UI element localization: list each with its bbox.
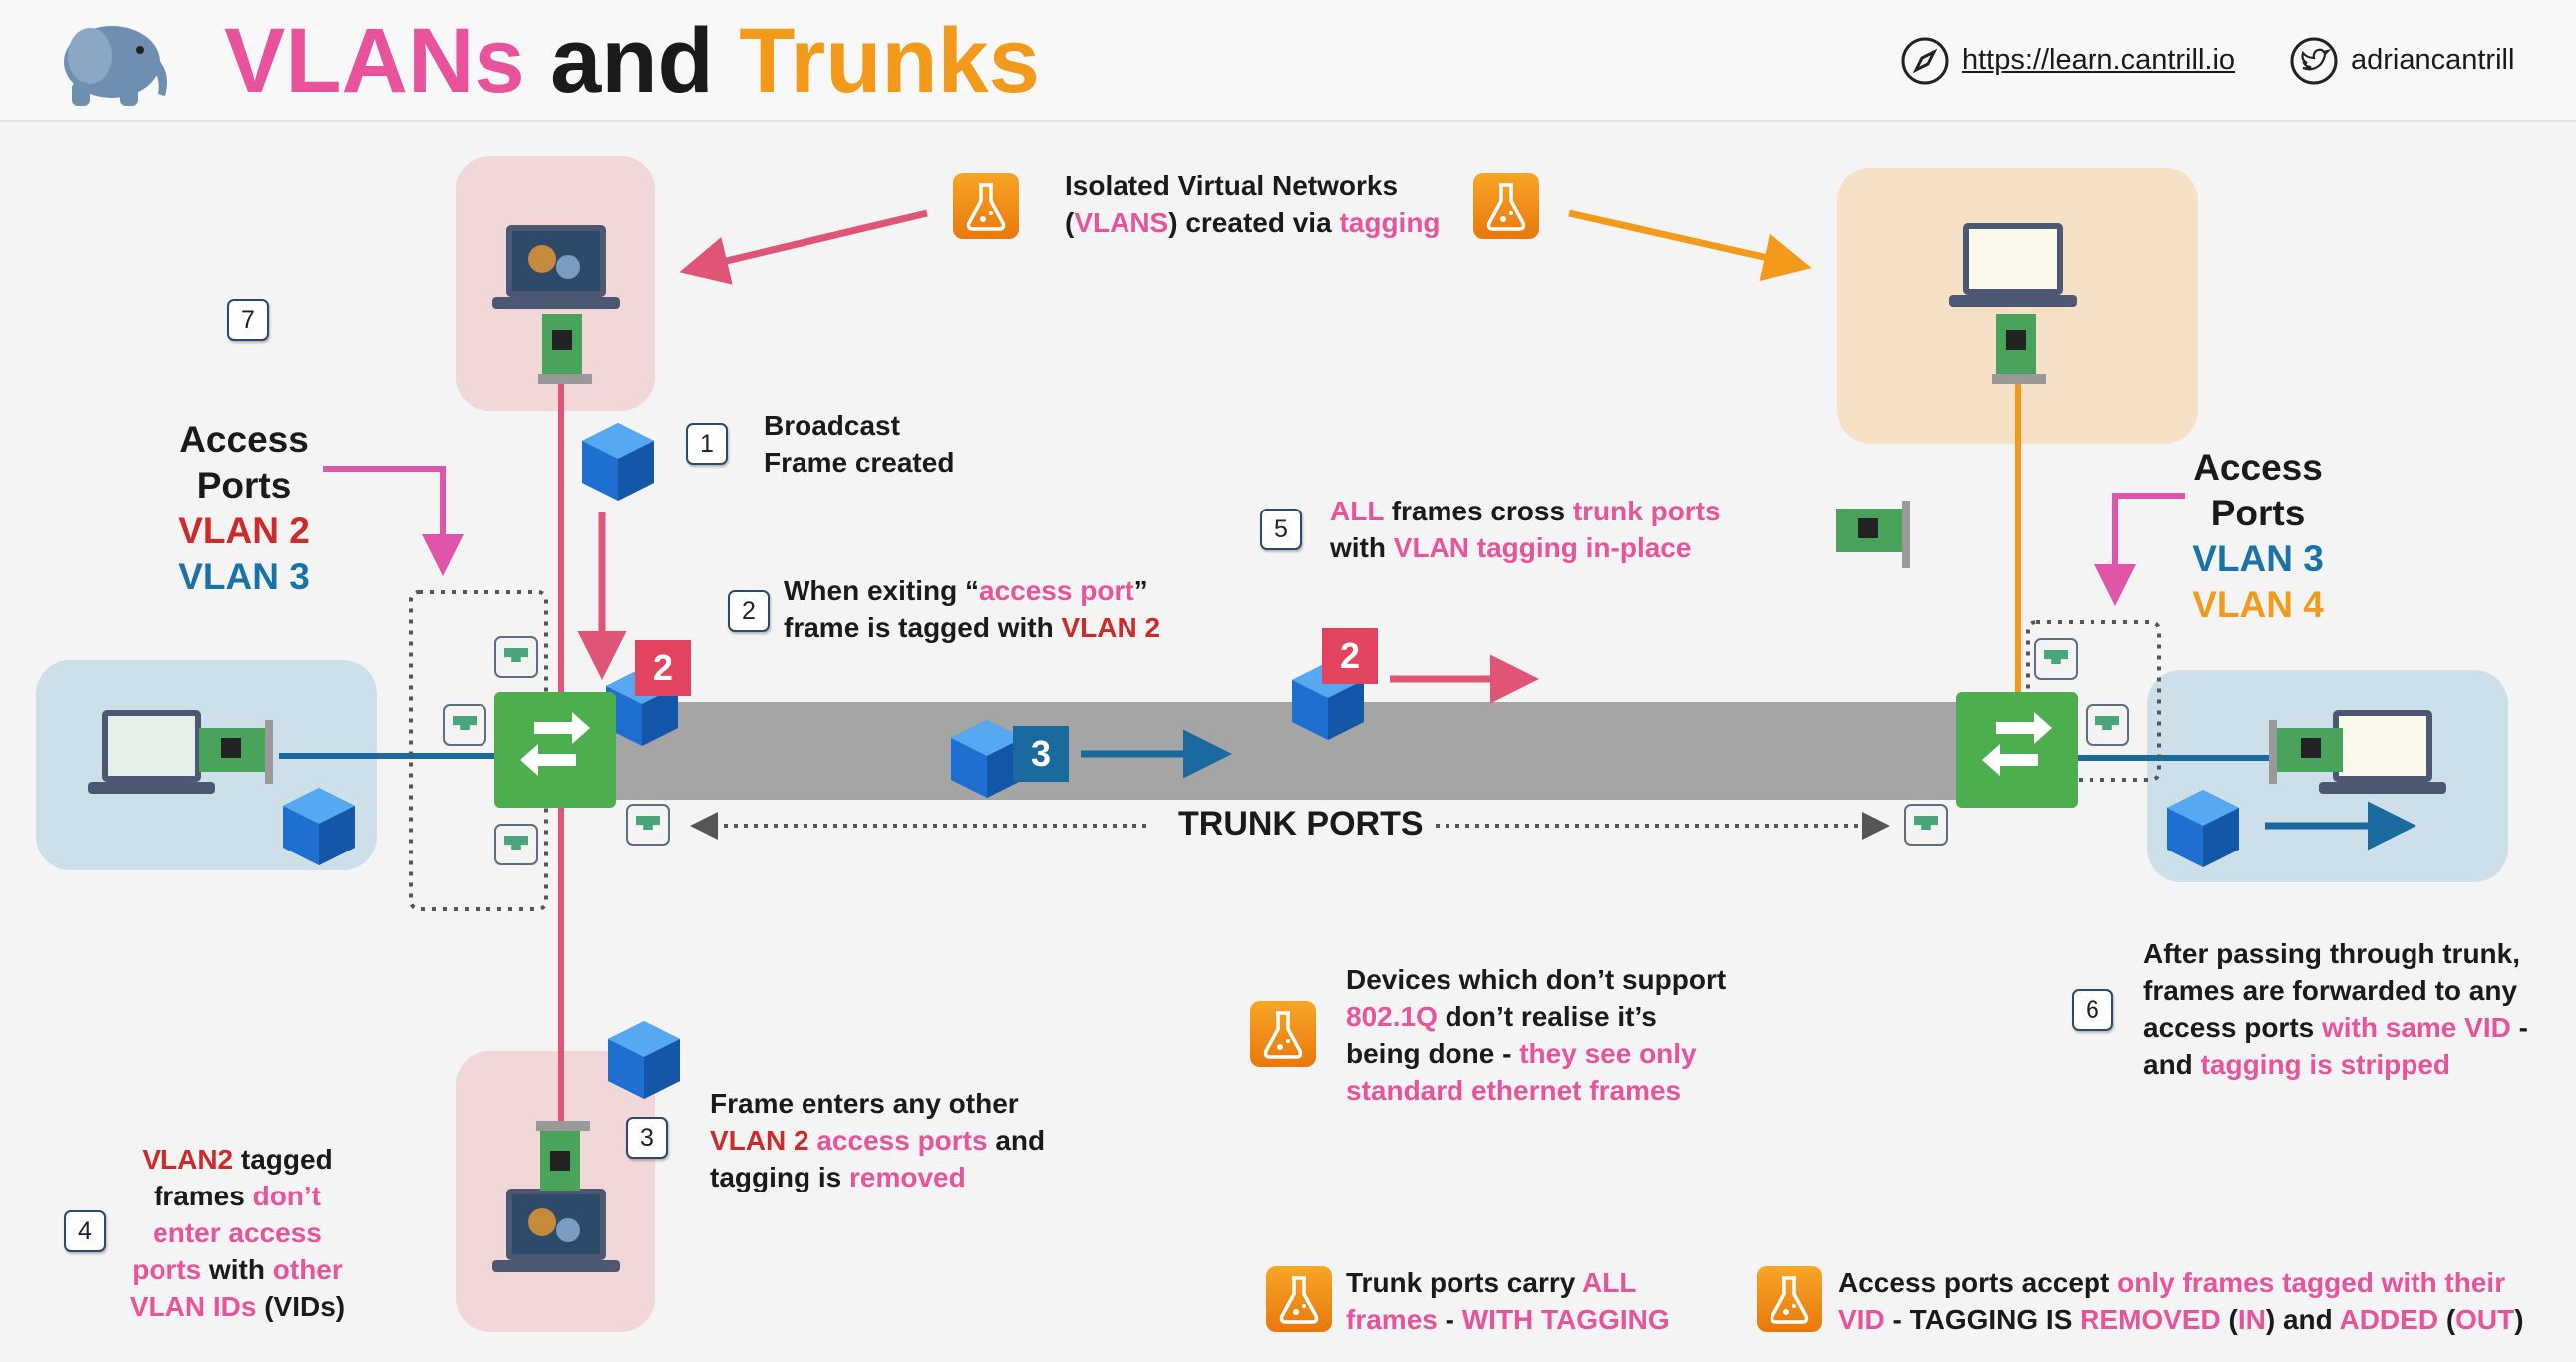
switch-left[interactable] <box>494 692 616 808</box>
network-card-icon <box>1836 501 1910 568</box>
compass-icon[interactable] <box>1900 36 1950 86</box>
header-bar: VLANs and Trunks https://learn.cantrill.… <box>0 0 2576 122</box>
flask-icon <box>1250 1001 1316 1067</box>
network-card-icon <box>538 314 592 384</box>
switch-icon <box>520 712 590 776</box>
step-1-text: Broadcast Frame created <box>764 410 955 478</box>
laptop-icon-top-right <box>1949 223 2077 307</box>
twitter-icon[interactable] <box>2289 36 2339 86</box>
frame-cube-icon <box>283 788 355 865</box>
page-title: VLANs and Trunks <box>224 6 1040 116</box>
step-6-badge: 6 <box>2072 989 2113 1031</box>
step-5-text: ALL frames cross trunk ports with VLAN t… <box>1330 496 1721 563</box>
ethernet-port-icon <box>443 704 486 746</box>
isolated-line2: (VLANS) created via tagging <box>1065 207 1441 238</box>
title-trunks: Trunks <box>739 10 1040 112</box>
network-card-icon <box>199 720 273 784</box>
ethernet-port-icon <box>2034 638 2078 680</box>
ethernet-port-icon <box>494 824 538 865</box>
step-1-badge: 1 <box>686 423 728 465</box>
switch-right[interactable] <box>1956 692 2078 808</box>
step-3-badge: 3 <box>626 1117 668 1159</box>
elephant-logo <box>64 26 167 106</box>
right-access-ports-label: Access Ports VLAN 3 VLAN 4 <box>2192 447 2324 625</box>
laptop-icon-right <box>2319 710 2446 794</box>
vlan-tag-2: 2 <box>1322 628 1378 684</box>
network-card-icon <box>536 1121 590 1191</box>
step-6-text: After passing through trunk, frames are … <box>2143 938 2528 1080</box>
frame-cube-icon <box>2167 790 2239 867</box>
step-2-badge: 2 <box>728 590 770 632</box>
step-4-badge: 4 <box>64 1210 106 1252</box>
twitter-handle[interactable]: adriancantrill <box>2351 44 2515 76</box>
step-3-text: Frame enters any other VLAN 2 access por… <box>710 1088 1046 1192</box>
title-vlans: VLANs <box>224 10 525 112</box>
step-7-badge: 7 <box>227 299 269 341</box>
step-2-text: When exiting “access port” frame is tagg… <box>784 575 1161 643</box>
access-note-text: Access ports accept only frames tagged w… <box>1838 1267 2524 1335</box>
title-and: and <box>550 10 714 112</box>
network-card-icon <box>2269 720 2343 784</box>
ethernet-port-icon <box>494 636 538 678</box>
network-card-icon <box>1992 314 2046 384</box>
isolated-line1: Isolated Virtual Networks <box>1065 170 1399 201</box>
step-4-text: VLAN2 tagged frames don’t enter access p… <box>129 1144 346 1322</box>
isolated-networks-text: Isolated Virtual Networks (VLANS) create… <box>1065 168 1441 241</box>
ethernet-port-icon <box>626 804 670 846</box>
frame-cube-icon <box>582 423 654 501</box>
website-link[interactable]: https://learn.cantrill.io <box>1962 44 2236 76</box>
flask-icon <box>953 173 1019 239</box>
ethernet-port-icon <box>1904 804 1948 846</box>
trunk-note-text: Trunk ports carry ALL frames - WITH TAGG… <box>1346 1267 1670 1335</box>
laptop-icon-top-left <box>492 225 620 309</box>
flask-icon <box>1757 1266 1822 1332</box>
flask-icon <box>1266 1266 1332 1332</box>
left-access-ports-label: Access Ports VLAN 2 VLAN 3 <box>178 419 310 597</box>
switch-icon <box>1982 712 2052 776</box>
flask-icon <box>1473 173 1539 239</box>
trunk-ports-label: TRUNK PORTS <box>1172 806 1430 843</box>
vlan-tag-3: 3 <box>1013 726 1069 782</box>
laptop-icon-left <box>88 710 215 794</box>
laptop-icon-bottom-left <box>492 1189 620 1272</box>
devices-note-text: Devices which don’t support 802.1Q don’t… <box>1346 964 1727 1106</box>
step-5-badge: 5 <box>1260 509 1302 550</box>
ethernet-port-icon <box>2086 704 2129 746</box>
frame-cube-icon <box>608 1021 680 1099</box>
vlan-tag-2: 2 <box>635 640 691 696</box>
frame-cube-icon <box>951 720 1023 798</box>
